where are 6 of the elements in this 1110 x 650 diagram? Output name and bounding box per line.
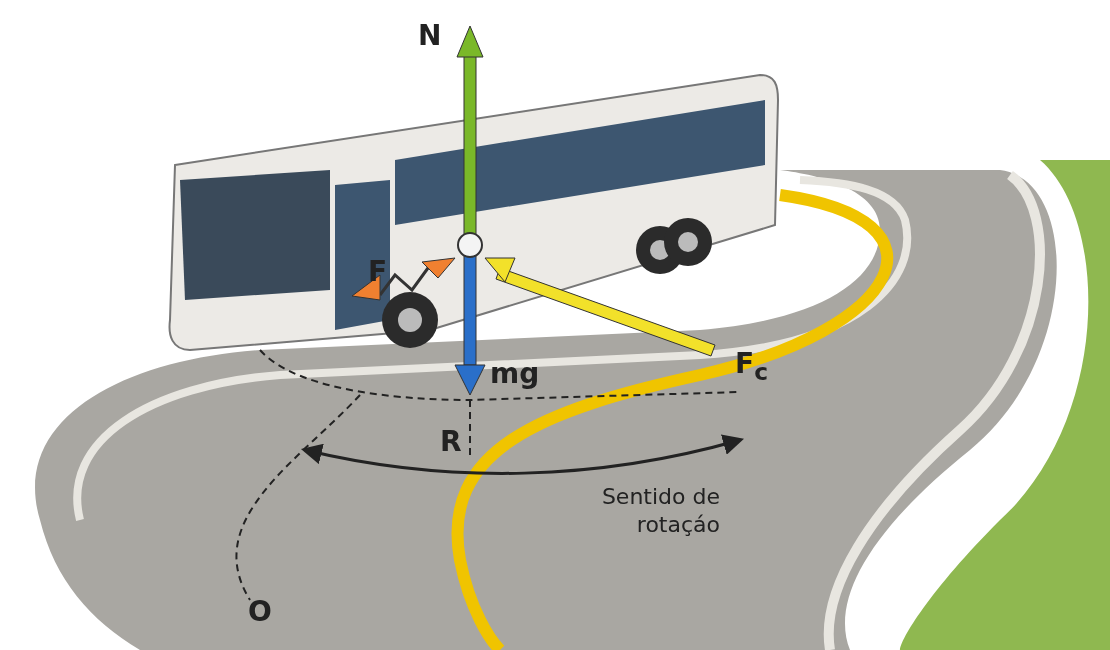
rotation-caption: Sentido de rotaçáo bbox=[600, 483, 720, 538]
radius-label: R bbox=[440, 428, 462, 456]
force-label: F bbox=[368, 258, 388, 286]
origin-label: O bbox=[248, 598, 272, 626]
force-label: mg bbox=[490, 360, 540, 388]
force-label: N bbox=[418, 22, 442, 50]
